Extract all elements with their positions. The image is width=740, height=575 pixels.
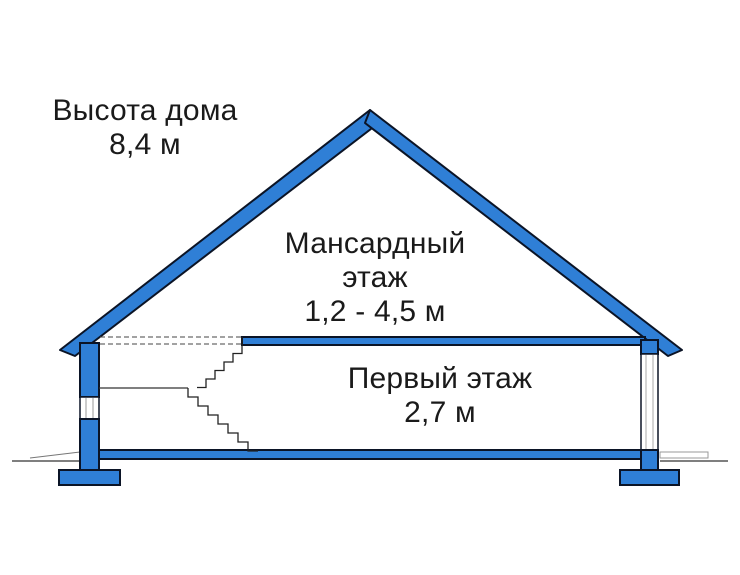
attic-floor-height: 1,2 - 4,5 м	[304, 295, 446, 328]
attic-floor-title-2: этаж	[342, 261, 408, 294]
first-floor-title: Первый этаж	[347, 362, 533, 395]
attic-floor-title: Мансардный	[284, 227, 466, 260]
left-wall	[79, 342, 100, 471]
stairs-upper-flight	[197, 345, 243, 389]
roof-right-slope	[364, 109, 683, 357]
first-floor-height: 2,7 м	[404, 396, 476, 429]
stairs-lower-flight	[187, 388, 258, 452]
right-foundation	[619, 469, 680, 486]
attic-floor-label: Мансардный этаж 1,2 - 4,5 м	[240, 227, 510, 329]
left-window	[79, 396, 100, 420]
roof	[59, 109, 683, 357]
house-height-title: Высота дома	[52, 94, 238, 127]
attic-floor-slab	[241, 336, 646, 346]
house-height-value: 8,4 м	[109, 128, 181, 161]
first-floor-slab	[91, 449, 651, 460]
ground	[12, 451, 728, 462]
right-wall	[640, 339, 659, 471]
left-foundation	[58, 469, 121, 486]
attic-dashed-ceiling	[100, 336, 246, 345]
first-floor-label: Первый этаж 2,7 м	[310, 362, 570, 430]
right-window	[640, 353, 659, 451]
house-height-label: Высота дома 8,4 м	[30, 94, 260, 162]
